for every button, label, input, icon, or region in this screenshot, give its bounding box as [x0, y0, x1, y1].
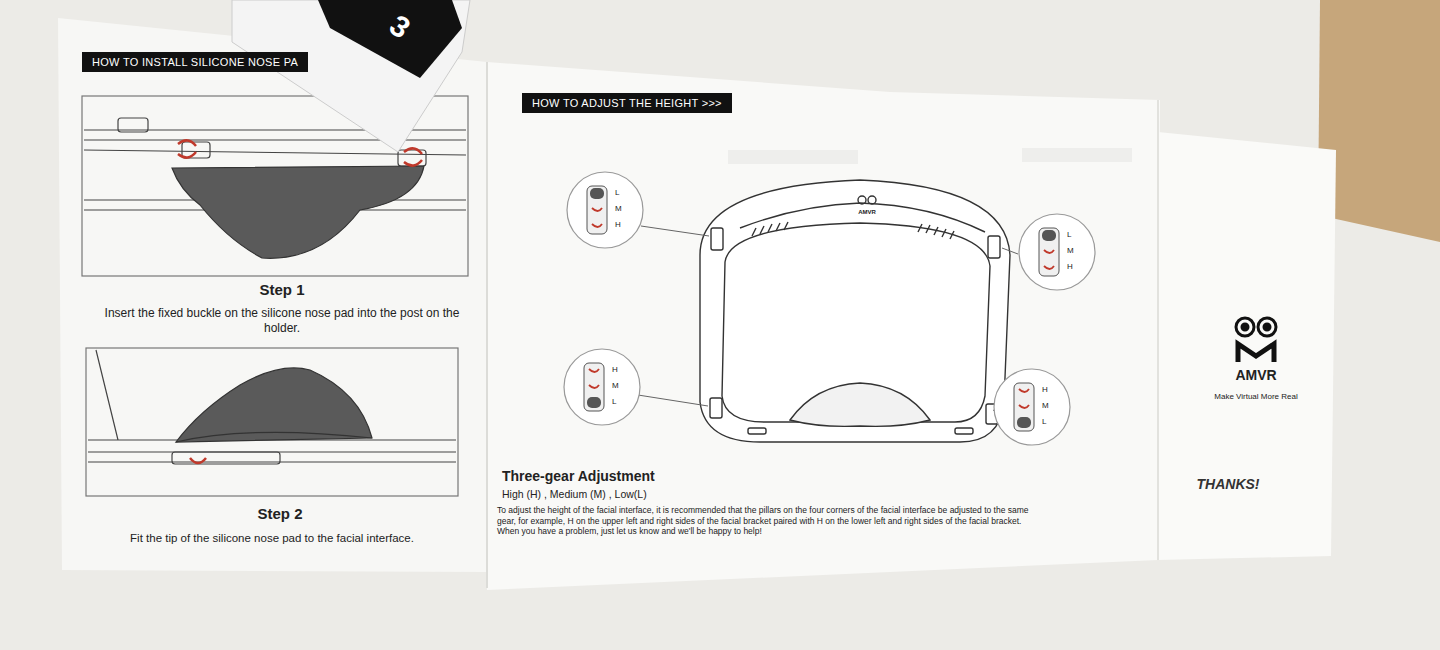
- leaflet-panels-part: [1158, 132, 1336, 560]
- leader-line: [1002, 248, 1018, 254]
- headset-drawing-part: [988, 236, 1000, 258]
- label-text: High (H) , Medium (M) , Low(L): [502, 488, 762, 501]
- heading-text: HOW TO ADJUST THE HEIGHT >>>: [532, 97, 722, 109]
- gear-slot-symbol: [1017, 212, 1097, 292]
- step1-illustration-part: [178, 140, 196, 146]
- gear-callout: LMH: [565, 170, 645, 250]
- gear-letter: L: [1042, 417, 1046, 427]
- label-text: Step 1: [222, 281, 342, 300]
- gear-slot-symbol: [565, 170, 645, 250]
- headset-drawing-part: [918, 224, 954, 239]
- cardboard-part: [1318, 0, 1440, 242]
- amvr-logo-part: [1258, 318, 1276, 336]
- cardboard: [1318, 0, 1440, 242]
- amvr-logo-part: [1238, 344, 1274, 362]
- label-text: THANKS!: [1178, 476, 1278, 494]
- leader-line: [638, 395, 708, 406]
- label-text: Insert the fixed buckle on the silicone …: [102, 306, 462, 336]
- leaflet-panels: [58, 18, 1336, 590]
- heading-text: HOW TO INSTALL SILICONE NOSE PA: [92, 56, 298, 68]
- amvr-logo: [1236, 318, 1276, 362]
- leaflet-panels-part: [1157, 100, 1159, 560]
- step1-illustration-part: [404, 160, 422, 166]
- gear-letter: H: [1067, 262, 1073, 272]
- label-text: Three-gear Adjustment: [502, 468, 722, 486]
- step2-illustration-part: [176, 368, 372, 442]
- gear-letter: M: [1067, 246, 1074, 256]
- headset-drawing-part: [752, 222, 788, 236]
- headset-drawing-part: [711, 228, 723, 250]
- leaflet-panels-part: [728, 150, 858, 164]
- step1-illustration-part: [178, 152, 196, 158]
- step2-illustration-part: [88, 350, 456, 462]
- leaflet-panels-part: [1022, 148, 1132, 162]
- step2-illustration-part: [190, 458, 206, 463]
- gear-slot-symbol: [992, 367, 1072, 447]
- step2-illustration: [86, 348, 458, 496]
- section-heading: HOW TO ADJUST THE HEIGHT >>>: [522, 93, 732, 113]
- instruction-card-part: [232, 0, 470, 152]
- gear-letter: L: [612, 397, 616, 407]
- instruction-card: [232, 0, 470, 152]
- label-text: Make Virtual More Real: [1186, 392, 1326, 402]
- label-text: Step 2: [220, 505, 340, 524]
- label-text: AMVR: [852, 209, 882, 217]
- leader-line: [641, 226, 709, 236]
- section-heading: HOW TO INSTALL SILICONE NOSE PA: [82, 52, 308, 72]
- label-text: Fit the tip of the silicone nose pad to …: [72, 531, 472, 545]
- amvr-logo-part: [1236, 318, 1254, 336]
- gear-callout: HML: [562, 347, 642, 427]
- gear-letter: L: [1067, 230, 1071, 240]
- gear-letter: L: [615, 188, 619, 198]
- headset-drawing-part: [868, 196, 876, 204]
- label-text: AMVR: [1216, 367, 1296, 385]
- gear-letter: M: [615, 204, 622, 214]
- amvr-logo-part: [1264, 324, 1270, 330]
- leaflet-panels-part: [487, 62, 1160, 590]
- headset-drawing-part: [790, 383, 930, 426]
- headset-drawing-part: [955, 428, 973, 434]
- headset-drawing: [700, 180, 1010, 442]
- headset-drawing-part: [710, 398, 722, 418]
- instruction-card-part: [318, 0, 462, 78]
- leaflet-panels-part: [486, 62, 488, 588]
- step2-illustration-part: [172, 452, 280, 464]
- step1-illustration-part: [118, 118, 148, 132]
- leader-lines: [638, 226, 1018, 414]
- note-text: To adjust the height of the facial inter…: [497, 505, 1045, 537]
- headset-drawing-part: [858, 196, 866, 204]
- gear-letter: M: [1042, 401, 1049, 411]
- gear-letter: H: [612, 365, 618, 375]
- gear-callout: HML: [992, 367, 1072, 447]
- gear-letter: M: [612, 381, 619, 391]
- gear-letter: H: [615, 220, 621, 230]
- step1-illustration-part: [172, 166, 424, 258]
- step2-illustration-part: [176, 432, 372, 442]
- headset-drawing-part: [700, 180, 1010, 442]
- gear-letter: H: [1042, 385, 1048, 395]
- gear-slot-symbol: [562, 347, 642, 427]
- amvr-logo-part: [1242, 324, 1248, 330]
- gear-callout: LMH: [1017, 212, 1097, 292]
- step1-illustration-part: [404, 148, 422, 154]
- headset-drawing-part: [748, 428, 766, 434]
- step2-illustration-part: [86, 348, 458, 496]
